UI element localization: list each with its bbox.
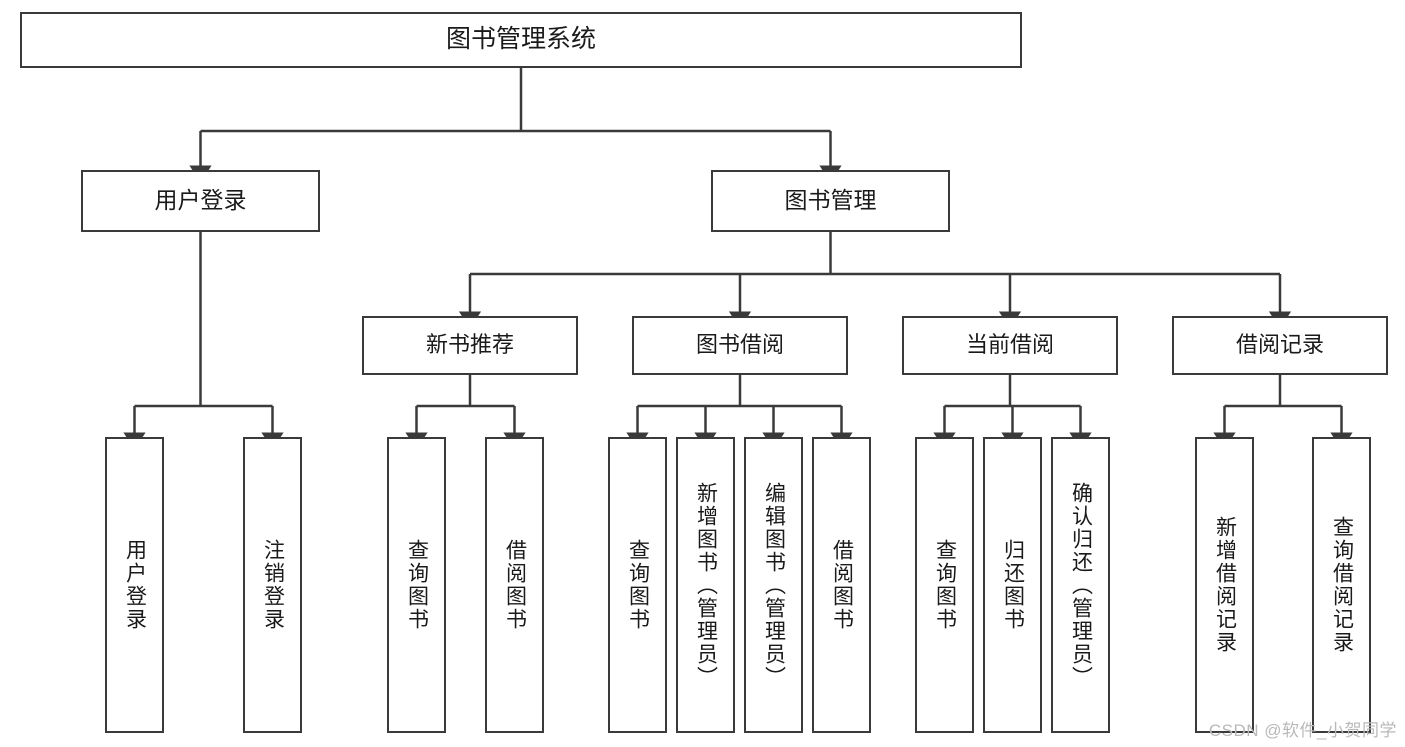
- node-label: 当前借阅: [965, 332, 1054, 358]
- node-current[interactable]: 当前借阅: [902, 316, 1118, 375]
- node-l_confirm[interactable]: 确认归还（管理员）: [1051, 437, 1110, 733]
- node-login[interactable]: 用户登录: [81, 170, 320, 232]
- node-l_addrec[interactable]: 新增借阅记录: [1195, 437, 1254, 733]
- node-label: 新增借阅记录: [1213, 516, 1237, 654]
- node-l_login[interactable]: 用户登录: [105, 437, 164, 733]
- node-label: 用户登录: [154, 187, 247, 214]
- csdn-watermark: CSDN @软件_小贺同学: [1208, 721, 1397, 740]
- node-l_addbook[interactable]: 新增图书（管理员）: [676, 437, 735, 733]
- node-label: 新增图书（管理员）: [694, 481, 718, 689]
- node-l_editbook[interactable]: 编辑图书（管理员）: [744, 437, 803, 733]
- node-label: 借阅记录: [1235, 332, 1324, 358]
- node-label: 用户登录: [123, 539, 147, 631]
- node-label: 查询图书: [405, 539, 429, 631]
- node-borrow[interactable]: 图书借阅: [632, 316, 848, 375]
- node-l_qbook1[interactable]: 查询图书: [387, 437, 446, 733]
- node-label: 图书借阅: [695, 332, 784, 358]
- node-label: 查询图书: [933, 539, 957, 631]
- node-l_bbook2[interactable]: 借阅图书: [812, 437, 871, 733]
- node-l_logout[interactable]: 注销登录: [243, 437, 302, 733]
- node-label: 图书管理系统: [445, 25, 596, 54]
- node-label: 新书推荐: [425, 332, 514, 358]
- node-label: 借阅图书: [503, 539, 527, 631]
- node-l_qrec[interactable]: 查询借阅记录: [1312, 437, 1371, 733]
- node-root[interactable]: 图书管理系统: [20, 12, 1022, 68]
- node-label: 借阅图书: [830, 539, 854, 631]
- node-label: 图书管理: [784, 187, 877, 214]
- node-records[interactable]: 借阅记录: [1172, 316, 1388, 375]
- node-l_qbook3[interactable]: 查询图书: [915, 437, 974, 733]
- node-newbook[interactable]: 新书推荐: [362, 316, 578, 375]
- node-l_bbook1[interactable]: 借阅图书: [485, 437, 544, 733]
- node-label: 注销登录: [261, 539, 285, 631]
- node-l_qbook2[interactable]: 查询图书: [608, 437, 667, 733]
- node-label: 查询图书: [626, 539, 650, 631]
- node-l_return[interactable]: 归还图书: [983, 437, 1042, 733]
- node-bookmgmt[interactable]: 图书管理: [711, 170, 950, 232]
- node-label: 归还图书: [1001, 539, 1025, 631]
- node-label: 查询借阅记录: [1330, 516, 1354, 654]
- node-label: 编辑图书（管理员）: [762, 481, 786, 689]
- node-label: 确认归还（管理员）: [1069, 481, 1093, 689]
